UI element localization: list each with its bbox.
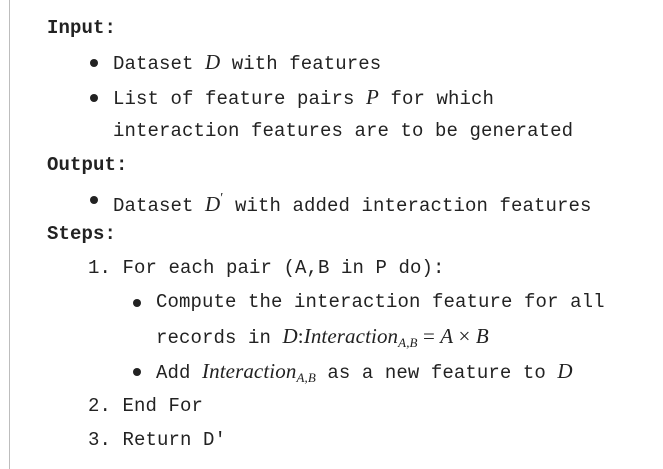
step-3: 3. Return D′ (88, 429, 227, 451)
bullet-dot (133, 368, 141, 376)
step-2: 2. End For (88, 395, 204, 417)
step-1: 1. For each pair (A,B in P do): (88, 257, 445, 279)
input-heading: Input: (47, 17, 117, 39)
step-1-substep-compute-formula: records in D:InteractionA,B = A × B (156, 324, 489, 350)
input-item-dataset: Dataset D with features (113, 50, 382, 75)
bullet-dot (90, 196, 98, 204)
bullet-dot (133, 299, 141, 307)
output-heading: Output: (47, 154, 128, 176)
left-border-rule (9, 0, 10, 469)
bullet-dot (90, 94, 98, 102)
output-item-dataset: Dataset D′ with added interaction featur… (113, 191, 592, 217)
step-1-substep-add: Add InteractionA,B as a new feature to D (156, 359, 573, 385)
steps-heading: Steps: (47, 223, 117, 245)
input-item-pairs: List of feature pairs P for which (113, 85, 495, 110)
step-1-substep-compute: Compute the interaction feature for all (156, 291, 605, 313)
bullet-dot (90, 59, 98, 67)
input-item-pairs-continued: interaction features are to be generated (113, 120, 574, 142)
